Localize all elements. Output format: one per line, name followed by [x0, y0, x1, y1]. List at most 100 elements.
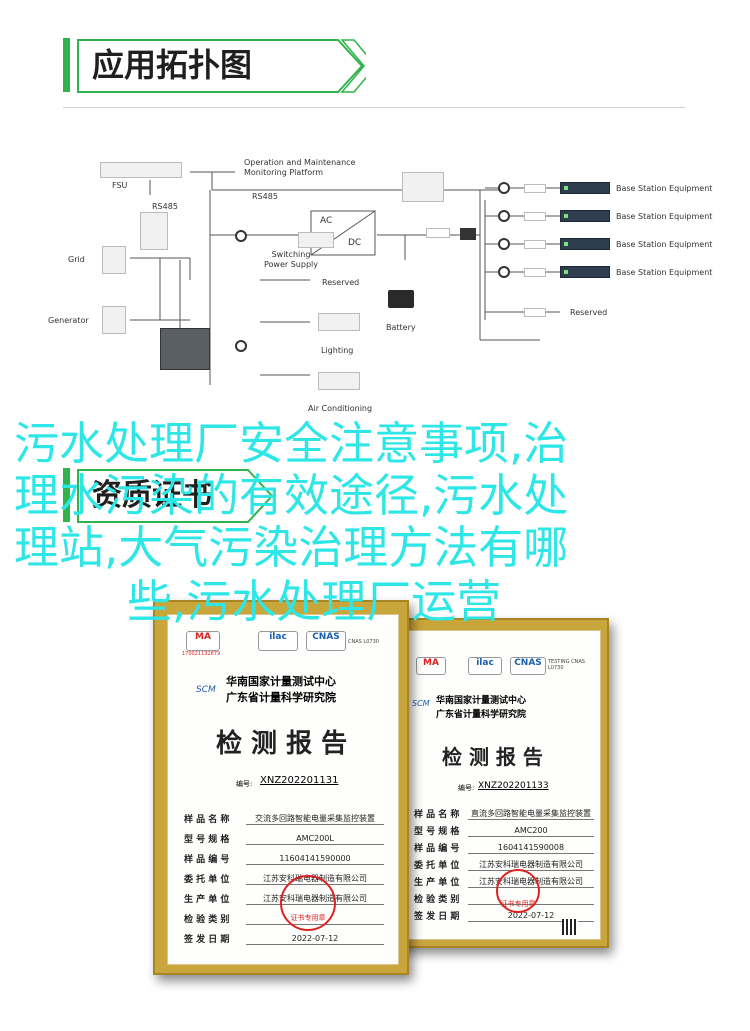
fuse-device — [524, 308, 546, 317]
report-no-label: 编号: — [458, 784, 475, 792]
base-station-equipment-icon — [560, 182, 610, 194]
field-value: 11604141590000 — [246, 854, 384, 865]
field-label: 检 验 类 别 — [184, 915, 230, 925]
fuse-device — [524, 184, 546, 193]
org-name-2: 广东省计量科学研究院 — [436, 710, 527, 720]
section-accent-bar — [63, 468, 70, 522]
fuse-device — [426, 228, 450, 238]
module-device — [460, 228, 476, 240]
meter-device — [160, 328, 210, 370]
section-header-arrow-frame — [77, 39, 366, 93]
bse-label: Base Station Equipment — [616, 268, 713, 277]
power-supply-device — [298, 232, 334, 248]
ilac-mra-logo: ilac — [468, 657, 502, 675]
report-field-row: 样 品 编 号 11604141590000 — [184, 845, 384, 865]
section-header-arrow-frame — [77, 469, 274, 523]
report-title: 检 测 报 告 — [442, 745, 543, 769]
bse-label: Base Station Equipment — [616, 212, 713, 221]
platform-label: Operation and Maintenance Monitoring Pla… — [244, 158, 356, 177]
fsu-device — [100, 162, 182, 178]
ac-label: AC — [320, 216, 333, 226]
field-label: 签 发 日 期 — [184, 935, 230, 945]
report-field-row: 样 品 名 称直流多回路智能电量采集监控装置 — [414, 803, 594, 820]
report-no: XNZ202201133 — [478, 781, 549, 791]
report-field-row: 委 托 单 位江苏安科瑞电器制造有限公司 — [184, 865, 384, 885]
section-accent-bar — [63, 38, 70, 92]
field-label: 生 产 单 位 — [414, 878, 460, 888]
report-field-row: 型 号 规 格 AMC200 — [414, 820, 594, 837]
rs485-left-label: RS485 — [152, 202, 178, 211]
cma-logo: MA — [416, 657, 446, 675]
reserved-label: Reserved — [322, 278, 360, 287]
generator-switch — [102, 306, 126, 334]
field-value: 2022-07-12 — [246, 934, 384, 945]
current-sensor-icon — [235, 230, 247, 242]
base-station-equipment-icon — [560, 266, 610, 278]
battery-icon — [388, 290, 414, 308]
lighting-device — [318, 313, 360, 331]
section-title: 资质证书 — [92, 478, 212, 513]
overlay-line: 理水污染的有效途径,污水处 — [14, 469, 569, 522]
cnas-sub-label: TESTING CNAS L0730 — [548, 659, 585, 671]
field-label: 签 发 日 期 — [414, 912, 460, 922]
official-stamp: 证书专用章 — [496, 869, 540, 913]
qr-code — [562, 919, 578, 935]
current-sensor-icon — [498, 238, 510, 250]
overlay-line: 些,污水处理厂运营 — [127, 575, 502, 628]
official-stamp: 证书专用章 — [280, 875, 336, 931]
cnas-logo: CNAS — [306, 631, 346, 651]
field-value: 交流多回路智能电量采集监控装置 — [246, 813, 384, 825]
divider — [63, 107, 685, 108]
field-value: AMC200L — [246, 834, 384, 845]
overlay-line: 污水处理厂安全注意事项,治 — [14, 417, 569, 470]
org-name: 华南国家计量测试中心 — [436, 696, 527, 706]
breaker-device — [140, 212, 168, 250]
scm-logo: SCM — [196, 685, 216, 695]
grid-switch — [102, 246, 126, 274]
cnas-logo: CNAS — [510, 657, 546, 675]
topology-diagram: FSU Operation and Maintenance Monitoring… — [40, 150, 713, 420]
field-label: 型 号 规 格 — [414, 827, 460, 837]
current-sensor-icon — [498, 210, 510, 222]
field-value: AMC200 — [468, 826, 594, 837]
field-value: 江苏安科瑞电器制造有限公司 — [468, 859, 594, 871]
field-label: 检 验 类 别 — [414, 895, 460, 905]
cnas-sub-label: CNAS L0730 — [348, 639, 379, 645]
field-label: 样 品 名 称 — [184, 815, 230, 825]
certificate-left: MA 170021132879 ilac CNAS CNAS L0730 SCM… — [153, 600, 409, 975]
certificate-right: MA ilac CNAS TESTING CNAS L0730 SCM 华南国家… — [393, 618, 609, 948]
report-title: 检 测 报 告 — [216, 729, 348, 759]
grid-label: Grid — [68, 255, 85, 264]
ilac-mra-logo: ilac — [258, 631, 298, 651]
fuse-device — [524, 212, 546, 221]
dc-label: DC — [348, 238, 362, 248]
field-label: 委 托 单 位 — [184, 875, 230, 885]
battery-label: Battery — [386, 323, 416, 332]
field-label: 委 托 单 位 — [414, 861, 460, 871]
current-sensor-icon — [498, 182, 510, 194]
fuse-device — [524, 268, 546, 277]
field-label: 型 号 规 格 — [184, 835, 230, 845]
org-name-2: 广东省计量科学研究院 — [226, 691, 336, 704]
field-label: 样 品 编 号 — [184, 855, 230, 865]
switching-label: Switching Power Supply — [264, 250, 318, 269]
cma-logo: MA — [186, 631, 220, 651]
bse-label: Base Station Equipment — [616, 184, 713, 193]
field-value: 直流多回路智能电量采集监控装置 — [468, 808, 594, 820]
generator-label: Generator — [48, 316, 89, 325]
report-field-row: 签 发 日 期 2022-07-12 — [184, 925, 384, 945]
fsu-label: FSU — [112, 181, 128, 190]
reserved-label: Reserved — [570, 308, 608, 317]
air-label: Air Conditioning — [308, 404, 373, 413]
org-name: 华南国家计量测试中心 — [226, 675, 336, 688]
report-no: XNZ202201131 — [260, 775, 339, 786]
rs485-top-label: RS485 — [252, 192, 278, 201]
cma-code: 170021132879 — [182, 651, 221, 657]
base-station-equipment-icon — [560, 238, 610, 250]
bse-label: Base Station Equipment — [616, 240, 713, 249]
report-no-label: 编号: — [236, 780, 253, 788]
report-field-row: 委 托 单 位江苏安科瑞电器制造有限公司 — [414, 854, 594, 871]
